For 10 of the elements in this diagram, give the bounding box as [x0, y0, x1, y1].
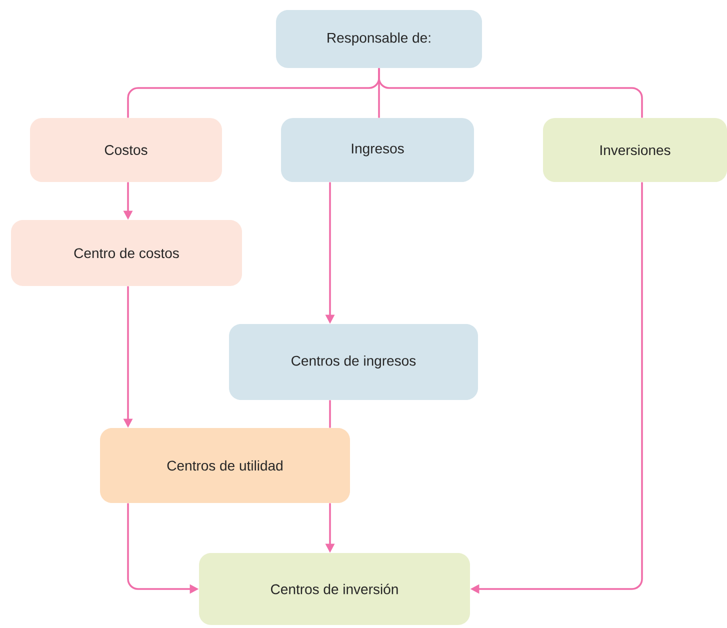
connector-line	[378, 68, 643, 118]
process-box: Inversiones	[543, 118, 727, 182]
process-box: Centros de utilidad	[100, 428, 350, 503]
heading-box: Responsable de:	[276, 10, 482, 68]
process-box: Centro de costos	[11, 220, 242, 286]
process-box: Ingresos	[281, 118, 474, 182]
process-box: Centros de inversión	[199, 553, 470, 625]
process-box: Costos	[30, 118, 222, 182]
connector-line	[329, 400, 331, 428]
process-box: Centros de ingresos	[229, 324, 478, 400]
